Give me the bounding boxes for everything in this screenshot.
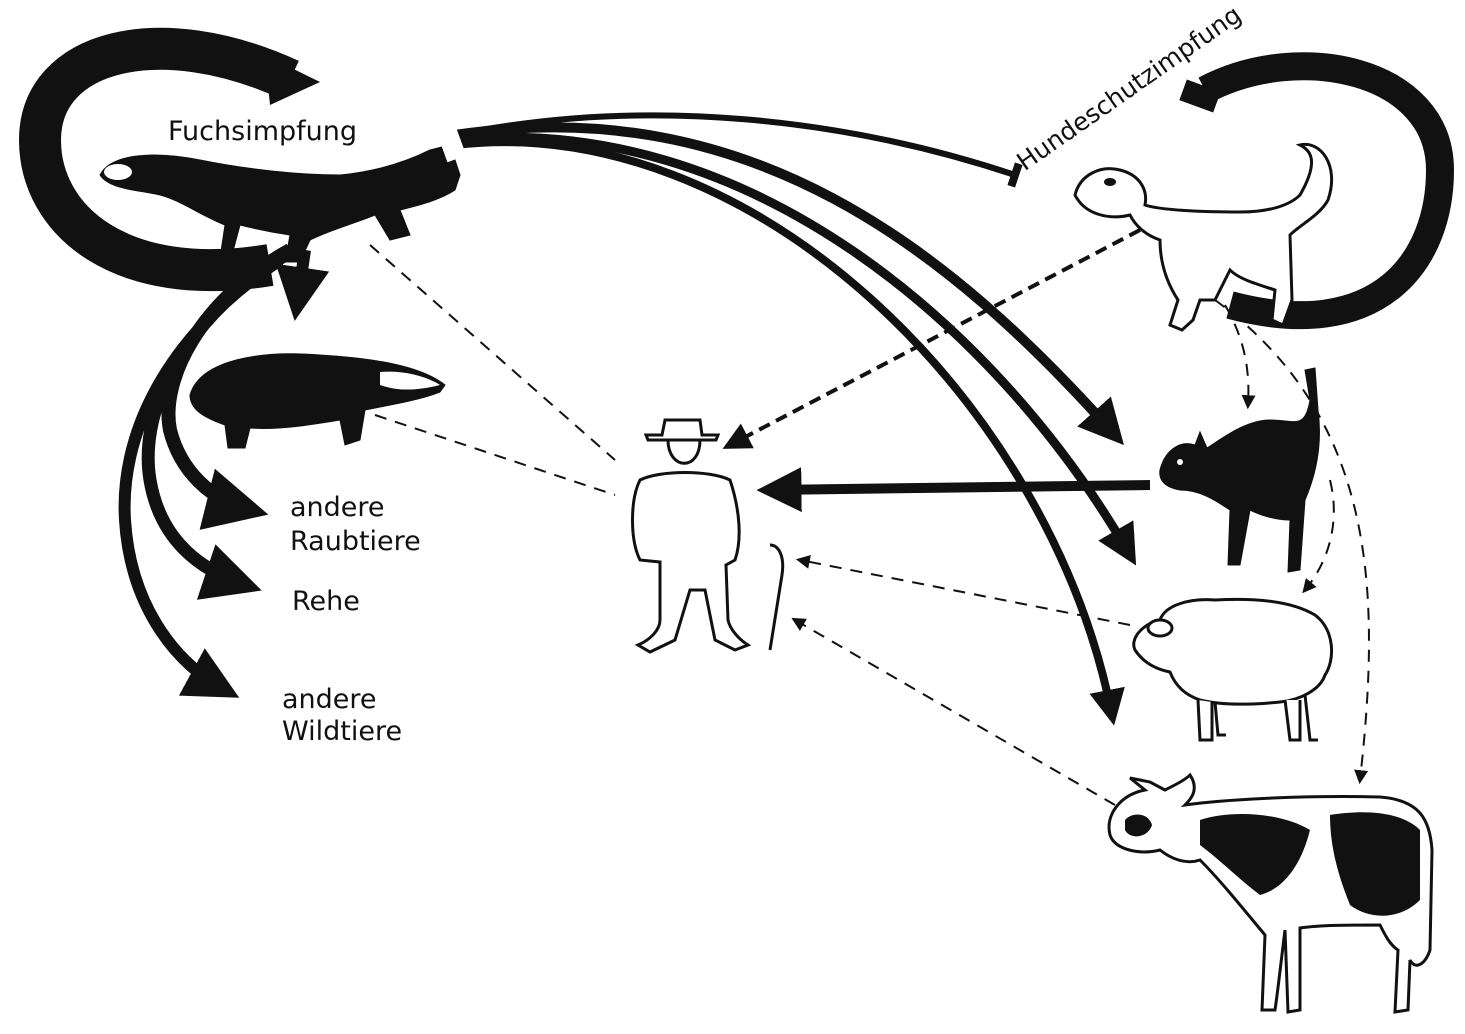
cat-to-sheep-dashed: [1305, 480, 1334, 590]
fox-to-cat-arc: [455, 127, 1115, 435]
cow-figure: [1109, 775, 1432, 1012]
sheep-to-human-dashed: [800, 560, 1130, 625]
fox-vaccination-label: Fuchsimpfung: [168, 117, 357, 147]
deer-label: Rehe: [292, 587, 360, 617]
cat-to-human-arrow: [770, 485, 1150, 490]
other-wildlife-label-line2: Wildtiere: [282, 717, 402, 747]
fox-to-human-dashed: [370, 245, 615, 460]
badger-to-human-dashed: [375, 415, 615, 495]
other-predators-label-line2: Raubtiere: [290, 527, 421, 557]
sheep-figure: [1134, 599, 1332, 740]
other-wildlife-label-line1: andere: [282, 685, 377, 715]
badger-figure: [190, 354, 445, 448]
cat-figure: [1160, 368, 1320, 572]
cow-to-human-dashed: [795, 620, 1115, 805]
other-predators-label-line1: andere: [290, 493, 385, 523]
human-figure: [633, 420, 783, 652]
fox-to-cow-arc: [455, 142, 1112, 715]
